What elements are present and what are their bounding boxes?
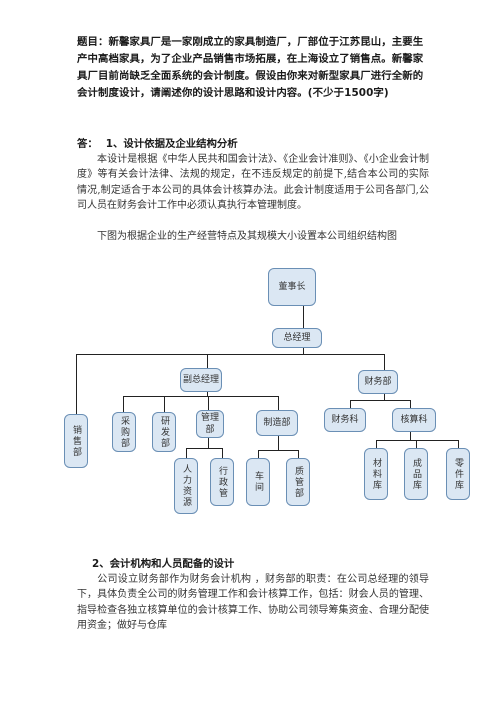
node-products-store: 成品库: [404, 448, 428, 500]
node-finance-section: 财务科: [324, 408, 366, 432]
paragraph-design-basis: 本设计是根据《中华人民共和国会计法》、《企业会计准则》、《小企业会计制度》等有关…: [77, 152, 429, 214]
connector: [208, 438, 209, 448]
node-workshop: 车间: [246, 458, 270, 506]
node-materials-store: 材料库: [364, 448, 388, 500]
connector: [376, 440, 377, 448]
paragraph-design-basis-text: 本设计是根据《中华人民共和国会计法》、《企业会计准则》、《小企业会计制度》等有关…: [77, 154, 429, 212]
connector: [278, 436, 279, 450]
connector: [303, 348, 304, 354]
section1-heading: 答： 1、设计依据及企业结构分析: [77, 137, 238, 152]
connector: [303, 306, 304, 328]
connector: [384, 394, 385, 400]
paragraph-accounting-org-text: 公司设立财务部作为财务会计机构 ，财务部的职责：在公司总经理的领导下，具体负责全…: [77, 574, 429, 632]
node-accounting-section: 核算科: [392, 408, 436, 432]
connector: [350, 400, 351, 408]
node-general-manager: 总经理: [272, 328, 322, 348]
answer-label: 答：: [77, 138, 98, 150]
connector: [186, 448, 187, 458]
connector: [123, 396, 124, 412]
node-manufacturing-dept: 制造部: [256, 410, 298, 436]
node-purchase-dept: 采购部: [112, 412, 136, 452]
paragraph-accounting-org: 公司设立财务部作为财务会计机构 ，财务部的职责：在公司总经理的领导下，具体负责全…: [77, 572, 429, 634]
node-human-resources: 人力资源: [174, 458, 198, 514]
question-text: 题目：新馨家具厂是一家刚成立的家具制造厂，厂部位于江苏昆山，主要生产中高档家具，…: [77, 36, 424, 99]
connector: [278, 396, 279, 410]
connector: [76, 354, 77, 414]
connector: [258, 450, 259, 458]
connector: [186, 448, 222, 449]
connector: [207, 354, 208, 368]
node-finance-dept: 财务部: [358, 370, 398, 394]
node-management-dept: 管理部: [196, 410, 224, 438]
section2-title: 2、会计机构和人员配备的设计: [92, 558, 235, 570]
node-chairman: 董事长: [268, 268, 316, 306]
connector: [416, 440, 417, 448]
connector: [208, 396, 209, 410]
connector: [298, 450, 299, 458]
node-sales-dept: 销售部: [64, 414, 88, 468]
org-chart: 董事长 总经理 副总经理 财务部 销售部 采购部 研发部 管理部 制造部 财务科…: [60, 268, 470, 520]
connector: [76, 354, 384, 355]
connector: [222, 448, 223, 458]
connector: [350, 400, 410, 401]
connector: [410, 400, 411, 408]
paragraph-org-chart-intro: 下图为根据企业的生产经营特点及其规模大小设置本公司组织结构图: [77, 229, 429, 244]
connector: [207, 392, 208, 396]
connector: [258, 450, 298, 451]
connector: [458, 440, 459, 448]
connector: [376, 440, 458, 441]
paragraph-org-chart-intro-text: 下图为根据企业的生产经营特点及其规模大小设置本公司组织结构图: [97, 231, 397, 242]
node-quality-dept: 质管部: [286, 458, 310, 506]
node-admin: 行政管: [210, 458, 234, 506]
connector: [123, 396, 279, 397]
node-vice-general-manager: 副总经理: [180, 368, 222, 392]
section1-title: 1、设计依据及企业结构分析: [105, 138, 238, 150]
node-parts-store: 零件库: [446, 448, 470, 500]
connector: [410, 432, 411, 440]
connector: [164, 396, 165, 412]
connector: [384, 354, 385, 370]
node-rnd-dept: 研发部: [152, 412, 176, 452]
